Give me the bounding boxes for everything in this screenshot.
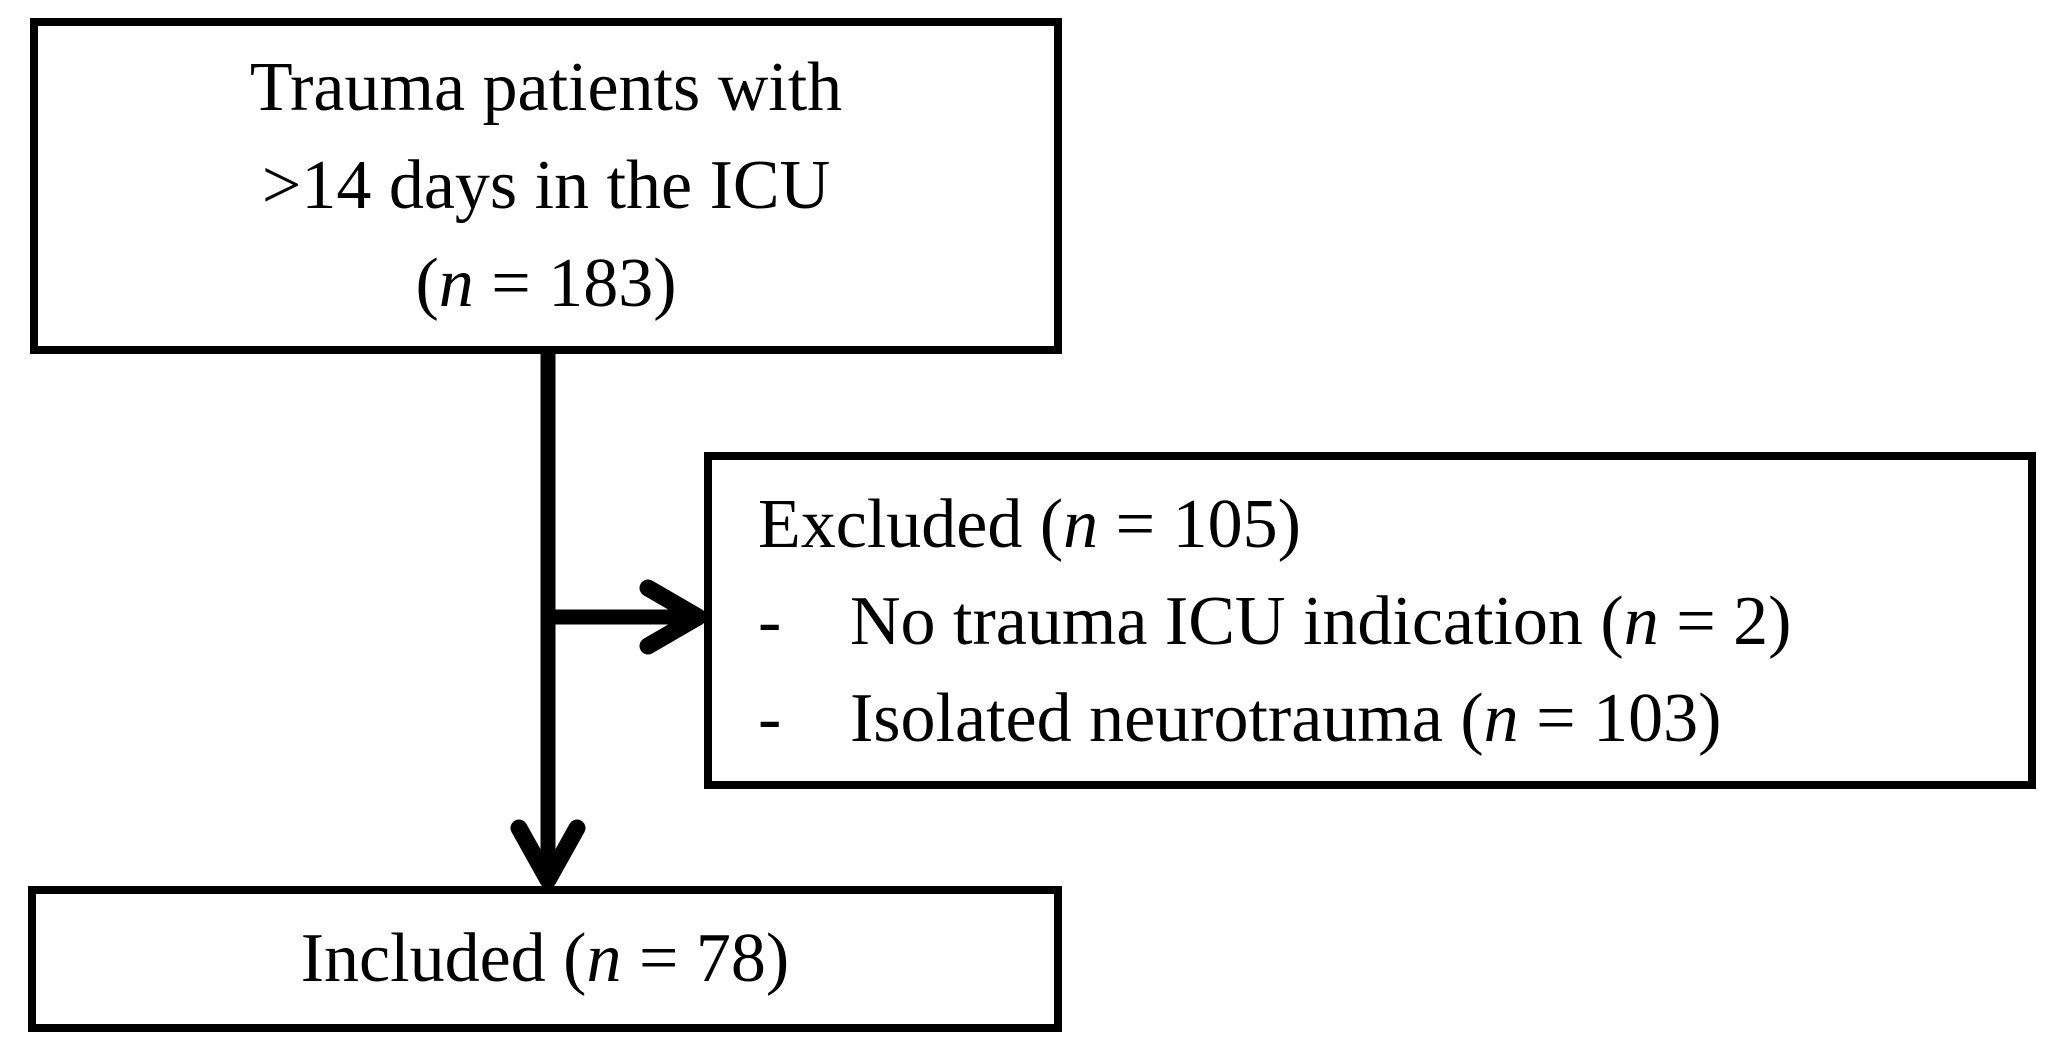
n-symbol: n [1063,486,1099,563]
text-segment: ( [415,245,439,322]
trauma-box-line-2: >14 days in the ICU [262,137,830,235]
n-symbol: n [1483,680,1519,757]
trauma-box-line-1: Trauma patients with [250,39,842,137]
n-symbol: n [586,920,622,997]
text-segment: = 103) [1518,680,1722,757]
text-segment: Isolated neurotrauma ( [850,680,1484,757]
text-segment: >14 days in the ICU [261,147,831,224]
text-segment: = 2) [1658,583,1792,660]
trauma-box-count: (n = 183) [415,235,676,333]
bullet-text: No trauma ICU indication (n = 2) [850,573,1792,670]
text-segment: Excluded ( [758,486,1064,563]
text-segment: = 183) [473,245,677,322]
bullet-dash: - [758,680,782,757]
text-segment: No trauma ICU indication ( [850,583,1624,660]
bullet-dash: - [758,583,782,660]
text-segment: Included ( [300,920,587,997]
arrow-down [510,352,586,889]
arrow-right [548,579,707,655]
excluded-bullet-isolated-neurotrauma: - Isolated neurotrauma (n = 103) [758,670,2010,767]
n-symbol: n [1623,583,1659,660]
box-included: Included (n = 78) [28,886,1062,1032]
included-box-line: Included (n = 78) [301,924,790,994]
excluded-heading: Excluded (n = 105) [758,476,2010,573]
n-symbol: n [438,245,474,322]
box-excluded: Excluded (n = 105) - No trauma ICU indic… [704,452,2036,789]
excluded-bullet-no-trauma-icu-indication: - No trauma ICU indication (n = 2) [758,573,2010,670]
text-segment: Trauma patients with [249,49,843,126]
text-segment: = 78) [621,920,790,997]
text-segment: = 105) [1098,486,1301,563]
box-trauma-patients: Trauma patients with >14 days in the ICU… [30,18,1062,354]
bullet-text: Isolated neurotrauma (n = 103) [850,670,1721,767]
